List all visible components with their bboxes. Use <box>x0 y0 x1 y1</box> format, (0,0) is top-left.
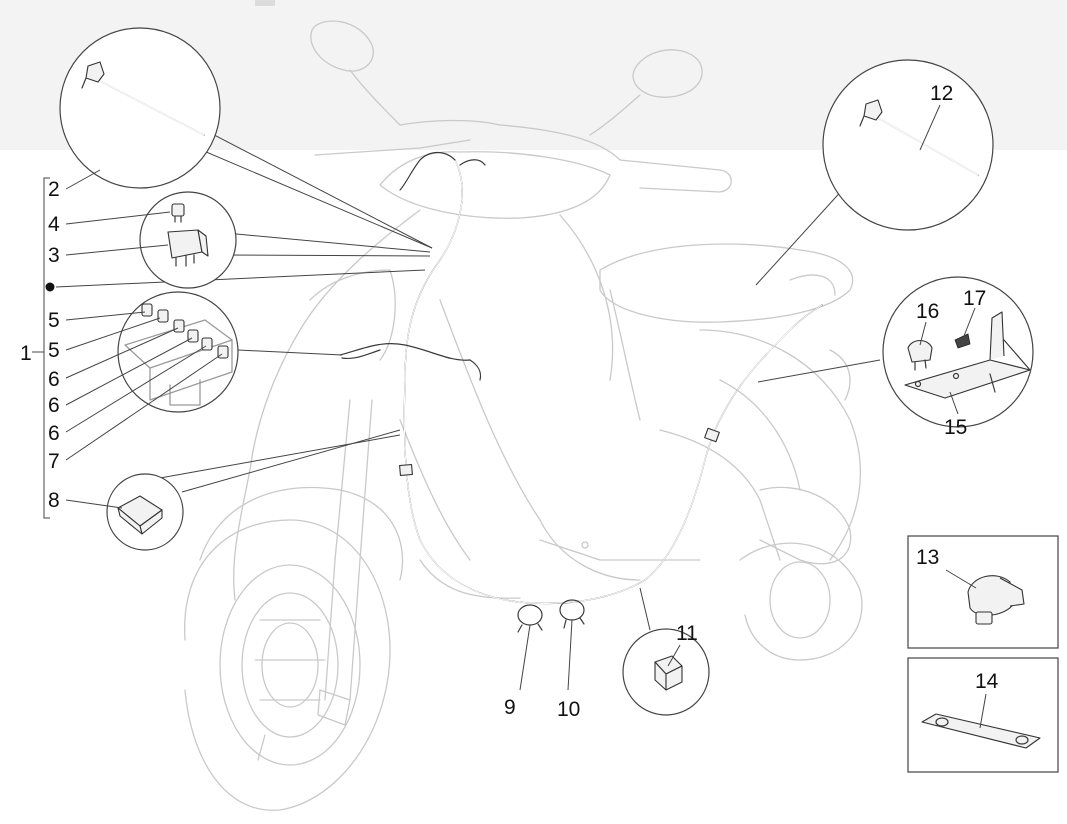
callout-6a: 6 <box>48 368 60 391</box>
callout-17: 17 <box>963 287 986 310</box>
detail-leaders <box>667 104 987 729</box>
detail-bracket <box>882 276 1034 428</box>
callout-5b: 5 <box>48 339 60 362</box>
callout-15: 15 <box>944 416 967 439</box>
callout-8: 8 <box>48 489 60 512</box>
callout-11: 11 <box>676 622 698 645</box>
box-plate-14 <box>907 657 1059 773</box>
callout-14: 14 <box>975 670 999 693</box>
callout-bracket-1 <box>32 169 223 519</box>
leader-lines <box>55 124 881 691</box>
callout-2: 2 <box>48 178 60 201</box>
callout-5a: 5 <box>48 309 60 332</box>
top-marker <box>255 0 275 6</box>
detail-clip-11 <box>622 628 710 716</box>
callout-12: 12 <box>930 82 953 105</box>
callout-7: 7 <box>48 450 60 473</box>
callout-16: 16 <box>916 300 939 323</box>
callout-1: 1 <box>20 342 32 365</box>
bullet-dot <box>45 282 55 292</box>
detail-fuse-relay <box>139 191 237 289</box>
wiring-harness <box>339 151 823 605</box>
callout-4: 4 <box>48 213 60 236</box>
callout-6c: 6 <box>48 422 60 445</box>
detail-fuse-box <box>117 291 239 413</box>
box-clip-13 <box>907 535 1059 649</box>
scooter-outline <box>184 20 863 811</box>
callout-10: 10 <box>557 698 580 721</box>
detail-cable-tie-12 <box>822 59 994 231</box>
callout-6b: 6 <box>48 394 60 417</box>
detail-cable-tie-2 <box>59 27 221 189</box>
callout-13: 13 <box>916 546 939 569</box>
callout-9: 9 <box>504 696 516 719</box>
callout-labels: 1 2 4 3 5 5 6 6 6 7 8 9 10 11 12 13 14 1… <box>20 82 999 721</box>
detail-connector-8 <box>106 473 184 551</box>
callout-3: 3 <box>48 244 60 267</box>
